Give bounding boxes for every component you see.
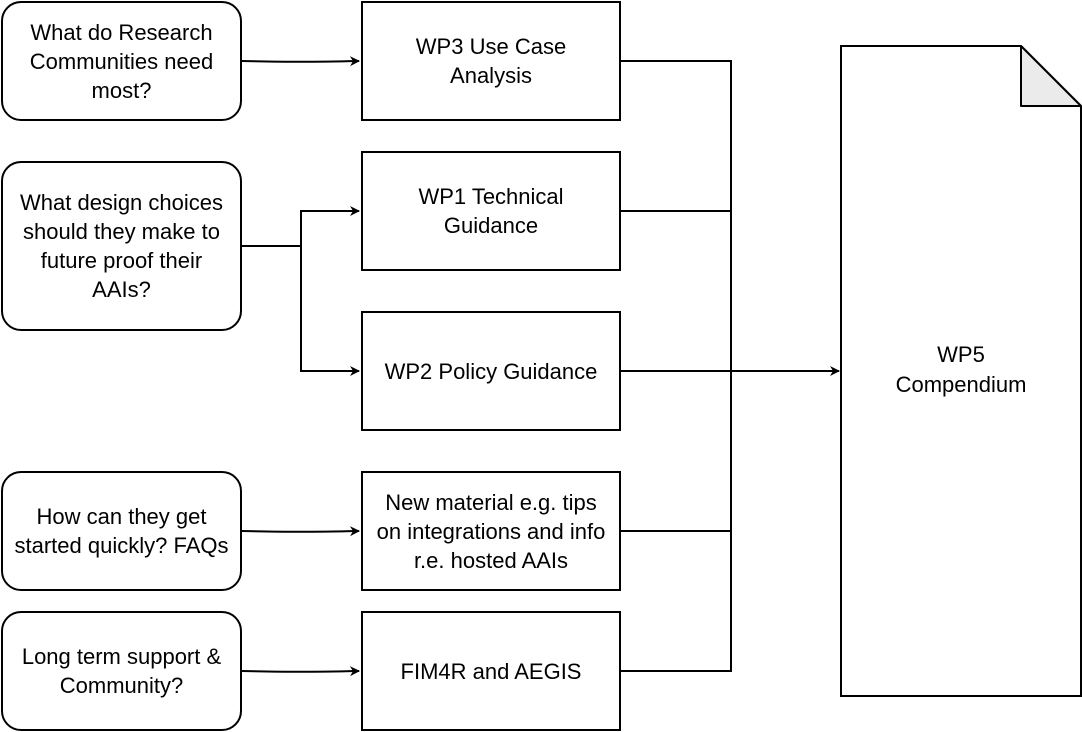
edge-q4-to-fim4r <box>241 666 360 677</box>
wp5-compendium-label: WP5 Compendium <box>895 342 1027 397</box>
wp1-technical-guidance: WP1 Technical Guidance <box>361 151 621 271</box>
edge-q2-to-wp1 <box>242 206 360 247</box>
edge-q2-to-wp2 <box>242 245 360 376</box>
wp3-label: WP3 Use Case Analysis <box>415 34 567 88</box>
edge-q1-to-wp3 <box>241 56 360 67</box>
question-get-started-label: How can they get started quickly? FAQs <box>14 504 229 558</box>
question-long-term-support-label: Long term support & Community? <box>21 644 222 698</box>
edge-wp3-to-wp5 <box>621 60 732 371</box>
question-long-term-support: Long term support & Community? <box>1 611 242 731</box>
wp3-use-case-analysis: WP3 Use Case Analysis <box>361 1 621 121</box>
question-design-choices-label: What design choices should they make to … <box>20 190 223 302</box>
wp5-folded-corner <box>1020 45 1082 107</box>
wp5-compendium: WP5 Compendium <box>841 340 1081 400</box>
question-research-needs-label: What do Research Communities need most? <box>29 19 214 103</box>
edge-fim4r-to-wp5 <box>621 371 732 672</box>
question-get-started: How can they get started quickly? FAQs <box>1 471 242 591</box>
fim4r-aegis-box: FIM4R and AEGIS <box>361 611 621 731</box>
wp2-label: WP2 Policy Guidance <box>384 358 598 384</box>
wp5-document-shape <box>840 45 1082 697</box>
new-material-label: New material e.g. tips on integrations a… <box>376 489 606 573</box>
edge-q3-to-new-material <box>241 526 360 537</box>
wp1-label: WP1 Technical Guidance <box>418 184 564 238</box>
fim4r-aegis-label: FIM4R and AEGIS <box>400 658 582 684</box>
wp2-policy-guidance: WP2 Policy Guidance <box>361 311 621 431</box>
question-research-needs: What do Research Communities need most? <box>1 1 242 121</box>
question-design-choices: What design choices should they make to … <box>1 161 242 331</box>
new-material-box: New material e.g. tips on integrations a… <box>361 471 621 591</box>
